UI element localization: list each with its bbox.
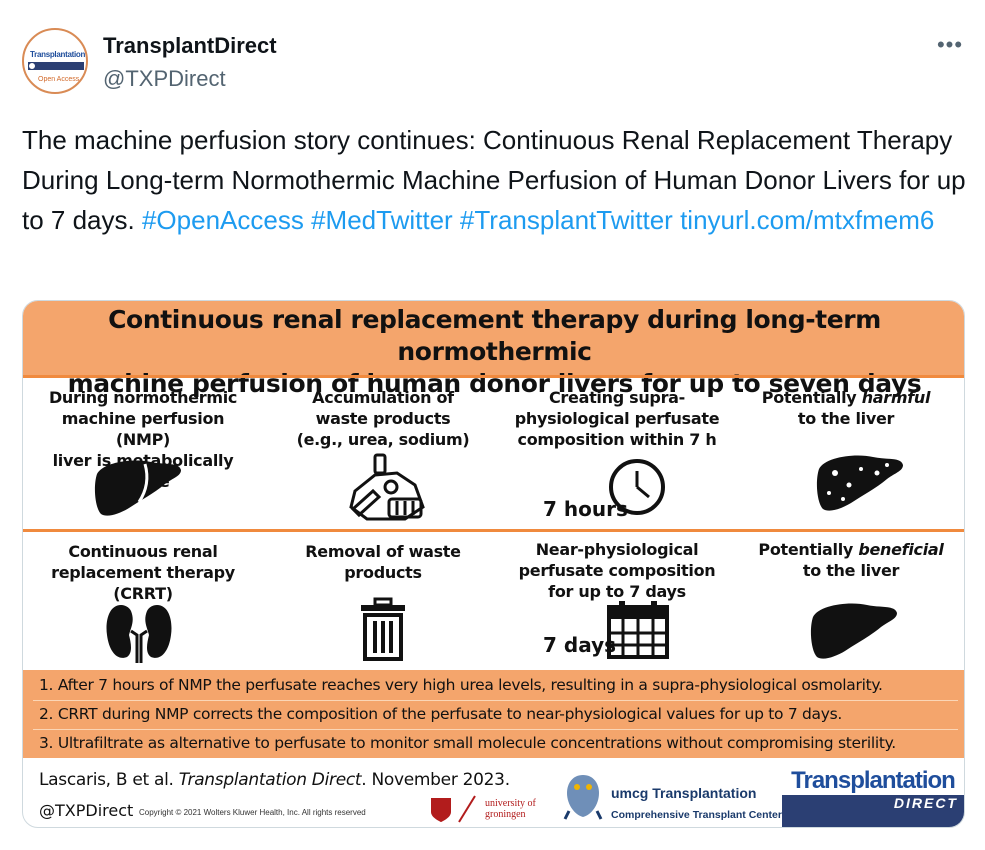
cell-line: (e.g., urea, sodium) [296, 430, 470, 449]
journal-logo-title: Transplantation [791, 767, 956, 794]
notes-band: 1. After 7 hours of NMP the perfusate re… [23, 670, 964, 758]
cell-supra-physiological: Creating supra- physiological perfusate … [507, 387, 727, 450]
clock-icon [609, 459, 665, 515]
hashtag-medtwitter[interactable]: #MedTwitter [311, 205, 453, 235]
cell-line: to the liver [802, 561, 900, 580]
healthy-liver-icon [810, 603, 897, 659]
tweet-link[interactable]: tinyurl.com/mtxfmem6 [680, 205, 935, 235]
cell-line: machine perfusion (NMP) [61, 409, 225, 449]
liver-icon [94, 460, 181, 516]
time-label-7-days: 7 days [543, 633, 617, 657]
avatar-open-access-text: Open Access [38, 76, 80, 83]
cell-near-physiological: Near-physiological perfusate composition… [507, 539, 727, 602]
cell-line: for up to 7 days [548, 582, 686, 601]
cell-emphasis: harmful [861, 388, 931, 407]
umcg-title: umcg Transplantation [611, 785, 757, 801]
hashtag-transplanttwitter[interactable]: #TransplantTwitter [459, 205, 673, 235]
cell-removal: Removal of waste products [273, 541, 493, 583]
infographic-title: Continuous renal replacement therapy dur… [23, 301, 964, 398]
note-3: 3. Ultrafiltrate as alternative to perfu… [39, 734, 896, 752]
waste-pile-icon [349, 453, 425, 521]
author-handle[interactable]: @TXPDirect [103, 66, 226, 91]
more-options-icon[interactable]: ••• [936, 32, 964, 57]
citation-authors: Lascaris, B et al. [39, 770, 179, 790]
calendar-icon [607, 601, 669, 659]
note-divider [33, 700, 958, 701]
cell-accumulation: Accumulation of waste products (e.g., ur… [273, 387, 493, 450]
cell-line: waste products [315, 409, 451, 428]
journal-logo-direct: DIRECT [893, 795, 958, 811]
cell-line: Accumulation of [312, 388, 454, 407]
time-label-7-hours: 7 hours [543, 497, 628, 521]
note-divider [33, 729, 958, 730]
university-groningen-logo [431, 795, 476, 823]
kidneys-icon [106, 605, 172, 663]
umcg-frog-logo [563, 775, 603, 820]
rug-line1: university of [485, 798, 536, 809]
note-1: 1. After 7 hours of NMP the perfusate re… [39, 676, 883, 694]
citation-journal: Transplantation Direct [178, 770, 362, 790]
cell-text: Potentially [758, 540, 859, 559]
cell-line: During normothermic [48, 388, 238, 407]
divider [23, 375, 964, 378]
rug-line2: groningen [485, 809, 526, 820]
cell-line: physiological perfusate [514, 409, 720, 428]
copyright-notice: Copyright © 2021 Wolters Kluwer Health, … [139, 808, 366, 817]
umcg-subtitle: Comprehensive Transplant Center [611, 809, 782, 821]
cell-crrt: Continuous renal replacement therapy (CR… [33, 541, 253, 604]
infographic-title-line1: Continuous renal replacement therapy dur… [108, 305, 881, 366]
cell-line: Removal of waste [305, 542, 461, 561]
hashtag-openaccess[interactable]: #OpenAccess [141, 205, 304, 235]
tweet-media-image[interactable]: Continuous renal replacement therapy dur… [22, 300, 965, 828]
cell-beneficial: Potentially beneficial to the liver [741, 539, 961, 581]
cell-line: Potentially beneficial [741, 539, 961, 560]
tweet-body: The machine perfusion story continues: C… [22, 125, 966, 235]
avatar-band [28, 62, 84, 70]
cell-text: Potentially [761, 388, 862, 407]
damaged-liver-icon [816, 455, 903, 511]
cell-line: to the liver [797, 409, 895, 428]
author-avatar[interactable]: Transplantation Open Access [22, 28, 88, 94]
author-name[interactable]: TransplantDirect [103, 33, 277, 58]
cell-line: (CRRT) [113, 584, 173, 603]
tweet-text: The machine perfusion story continues: C… [22, 120, 967, 240]
note-2: 2. CRRT during NMP corrects the composit… [39, 705, 843, 723]
cell-line: Creating supra- [548, 388, 686, 407]
cell-line: composition within 7 h [517, 430, 717, 449]
avatar-logo-text: Transplantation [30, 50, 86, 59]
infographic-title-line2: machine perfusion of human donor livers … [67, 369, 922, 398]
cell-emphasis: beneficial [858, 540, 944, 559]
cell-nmp-active: During normothermic machine perfusion (N… [33, 387, 253, 492]
cell-harmful: Potentially harmful to the liver [741, 387, 951, 429]
citation: Lascaris, B et al. Transplantation Direc… [39, 770, 510, 790]
university-groningen-text: university of groningen [485, 798, 536, 820]
cell-line: replacement therapy [51, 563, 235, 582]
journal-logo-band [782, 795, 964, 827]
cell-line: perfusate composition [518, 561, 716, 580]
cell-line: Near-physiological [535, 540, 699, 559]
cell-line: Continuous renal [68, 542, 218, 561]
divider [23, 529, 964, 532]
cell-line: products [344, 563, 422, 582]
infographic-handle: @TXPDirect [39, 801, 134, 820]
citation-date: . November 2023. [361, 770, 510, 790]
trash-bin-icon [361, 597, 405, 661]
cell-line: Potentially harmful [741, 387, 951, 408]
avatar-seal-icon [28, 62, 36, 70]
